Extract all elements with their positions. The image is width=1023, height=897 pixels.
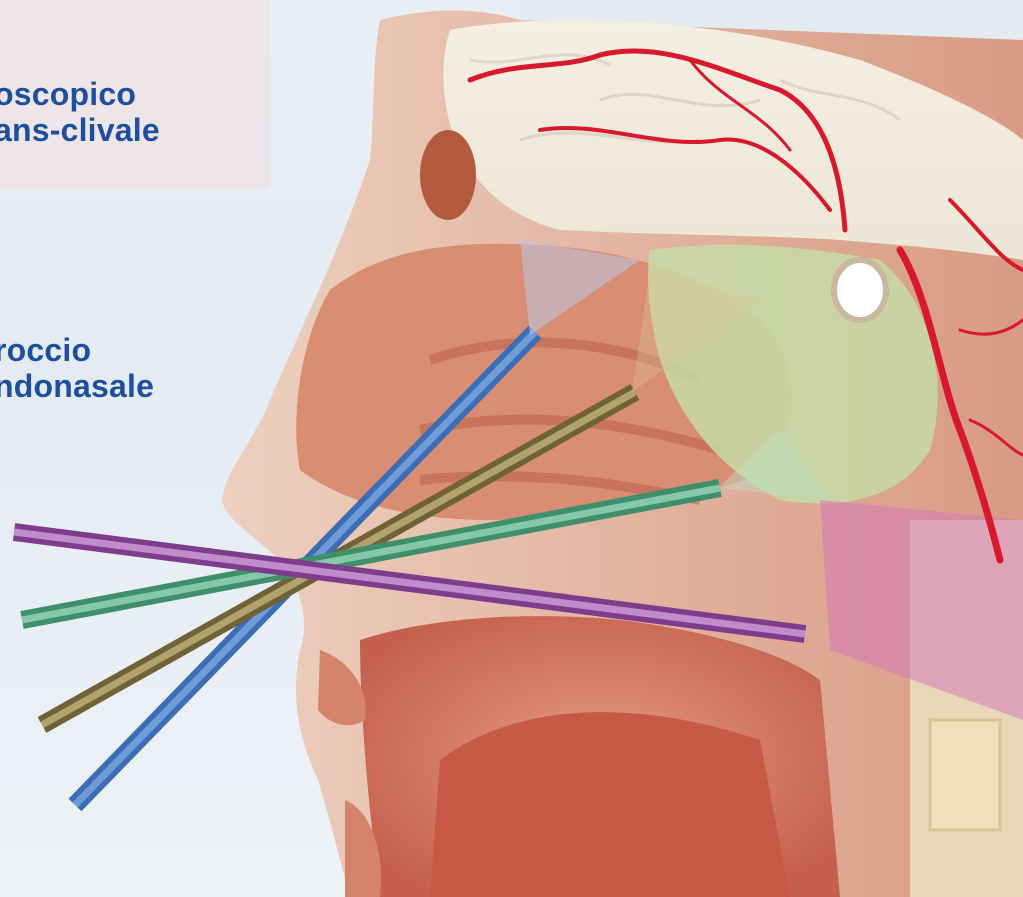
caption-transclival-approach: oscopico ans-clivale	[0, 76, 160, 148]
caption-endonasal-approach: roccio ndonasale	[0, 332, 154, 404]
caption-third-approach: i	[0, 500, 1, 536]
tongue	[430, 712, 790, 897]
frontal-sinus	[420, 130, 476, 220]
vertebra	[930, 720, 1000, 830]
caption-line: ans-clivale	[0, 112, 160, 148]
caption-line: oscopico	[0, 76, 160, 112]
caption-line: roccio	[0, 332, 154, 368]
caption-line: ndonasale	[0, 368, 154, 404]
caption-line: i	[0, 500, 1, 536]
pituitary-fossa	[834, 260, 886, 320]
